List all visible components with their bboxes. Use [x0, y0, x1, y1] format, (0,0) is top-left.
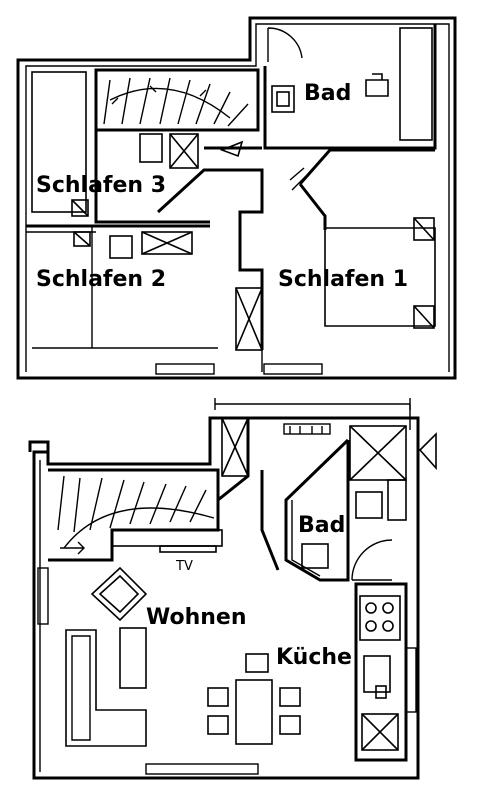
lower-outer-wall	[32, 416, 420, 780]
room-label-schlafen-1: Schlafen 1	[278, 267, 408, 292]
window-upper-2	[263, 363, 323, 375]
coffee-table	[119, 627, 147, 689]
washbasin	[301, 543, 329, 569]
bath-door-swing-lower	[351, 539, 393, 581]
wardrobe-1	[139, 133, 163, 163]
fridge	[361, 713, 399, 751]
stairwell	[94, 68, 260, 132]
lower-floor	[28, 398, 437, 780]
shelf-left	[31, 71, 87, 213]
wardrobe-2	[169, 133, 199, 169]
window-bottom	[145, 763, 259, 775]
chair-left-1	[207, 687, 229, 707]
dining-table	[235, 679, 273, 745]
bathroom-walls	[284, 438, 350, 582]
tv-label: TV	[175, 559, 193, 574]
room-label-bad-upper: Bad	[304, 81, 351, 106]
shower	[349, 425, 407, 481]
window-upper-1	[155, 363, 215, 375]
room-label-kueche: Küche	[276, 645, 352, 670]
upper-outer-wall	[16, 16, 457, 380]
room-label-bad-lower: Bad	[298, 513, 345, 538]
wardrobe-3	[235, 287, 263, 351]
chair-right-1	[279, 687, 301, 707]
stove	[359, 595, 401, 641]
upper-floor	[16, 16, 457, 380]
bench	[141, 231, 193, 255]
bath-tub	[399, 27, 433, 141]
toilet	[365, 73, 389, 97]
bath-door-swing	[267, 27, 303, 62]
room-label-wohnen: Wohnen	[146, 605, 247, 630]
room-label-schlafen-2: Schlafen 2	[36, 267, 166, 292]
bed	[324, 227, 436, 327]
armchair	[90, 566, 148, 622]
tv-cabinet	[111, 529, 223, 547]
chair-left-2	[207, 715, 229, 735]
chair-right-2	[279, 715, 301, 735]
chair-top	[245, 653, 269, 673]
window-left	[37, 567, 49, 625]
sink	[271, 85, 295, 113]
room-label-schlafen-3: Schlafen 3	[36, 173, 166, 198]
sink-kitchen	[363, 655, 391, 693]
sofa	[65, 629, 147, 747]
kitchen-counter	[354, 582, 408, 762]
nightstand	[109, 235, 133, 259]
